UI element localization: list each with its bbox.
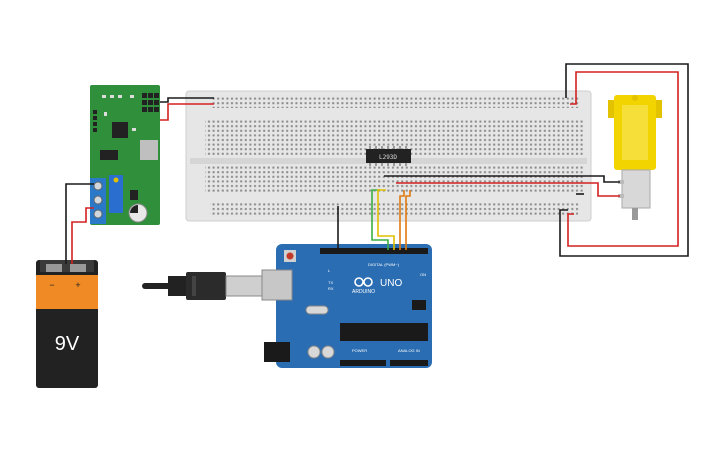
wire-black[interactable] xyxy=(160,97,214,103)
led-on-label: ON xyxy=(420,272,426,277)
potentiometer[interactable] xyxy=(109,175,123,213)
led-l-label: L xyxy=(328,268,331,273)
led-tx-label: TX xyxy=(328,280,333,285)
voltage-regulator-module[interactable] xyxy=(90,85,160,225)
battery-9v[interactable]: − + 9V xyxy=(36,260,98,388)
usb-cable[interactable] xyxy=(142,272,263,300)
chip-label: L293D xyxy=(379,154,397,161)
digital-header[interactable] xyxy=(320,248,428,254)
crystal xyxy=(305,305,329,315)
battery-terminal-neg xyxy=(46,264,62,272)
wire-green[interactable] xyxy=(371,189,389,250)
l293d-chip[interactable]: L293D xyxy=(366,146,411,166)
power-label: POWER xyxy=(352,348,367,353)
dc-motor[interactable] xyxy=(608,95,662,220)
breadboard-terminal-bottom xyxy=(205,166,585,194)
capacitor xyxy=(321,345,335,359)
analog-label: ANALOG IN xyxy=(398,348,420,353)
power-header[interactable] xyxy=(340,360,386,366)
battery-terminal-pos xyxy=(70,264,86,272)
battery-voltage-label: 9V xyxy=(55,333,80,355)
wire-red[interactable] xyxy=(396,182,620,197)
header-pins xyxy=(93,93,159,132)
module-chip xyxy=(112,122,128,138)
arduino-brand: ARDUINO xyxy=(352,289,375,295)
atmega-chip xyxy=(340,323,428,341)
arduino-logo xyxy=(354,277,373,287)
usb-port[interactable] xyxy=(261,269,293,301)
wires xyxy=(65,63,689,264)
wire-red[interactable] xyxy=(567,71,679,247)
led-rx-label: RX xyxy=(328,286,334,291)
wire-black[interactable] xyxy=(559,63,689,257)
analog-header[interactable] xyxy=(390,360,428,366)
module-heatsink xyxy=(140,140,158,160)
wire-black[interactable] xyxy=(384,175,620,183)
wire-orange[interactable] xyxy=(405,190,411,250)
wire-red[interactable] xyxy=(71,207,94,264)
battery-label-band xyxy=(36,275,98,309)
motor-terminal xyxy=(618,180,624,184)
breadboard-top-rail xyxy=(210,96,580,108)
arduino-model: UNO xyxy=(380,278,402,289)
capacitor xyxy=(307,345,321,359)
module-ic-small xyxy=(100,150,118,160)
battery-plus-label: + xyxy=(75,280,80,290)
digital-label: DIGITAL (PWM~) xyxy=(368,262,400,267)
battery-minus-label: − xyxy=(49,280,54,290)
icsp-header xyxy=(412,300,426,310)
dc-jack[interactable] xyxy=(264,342,290,362)
wire-orange[interactable] xyxy=(399,190,405,250)
motor-terminal xyxy=(618,194,624,198)
motor-body xyxy=(621,169,651,209)
wire-red[interactable] xyxy=(160,103,214,121)
wire-black[interactable] xyxy=(65,183,94,264)
arduino-uno[interactable]: UNO ARDUINO DIGITAL (PWM~) POWER ANALOG … xyxy=(261,244,432,368)
wire-yellow[interactable] xyxy=(377,189,395,250)
breadboard-bottom-rail xyxy=(210,203,580,215)
